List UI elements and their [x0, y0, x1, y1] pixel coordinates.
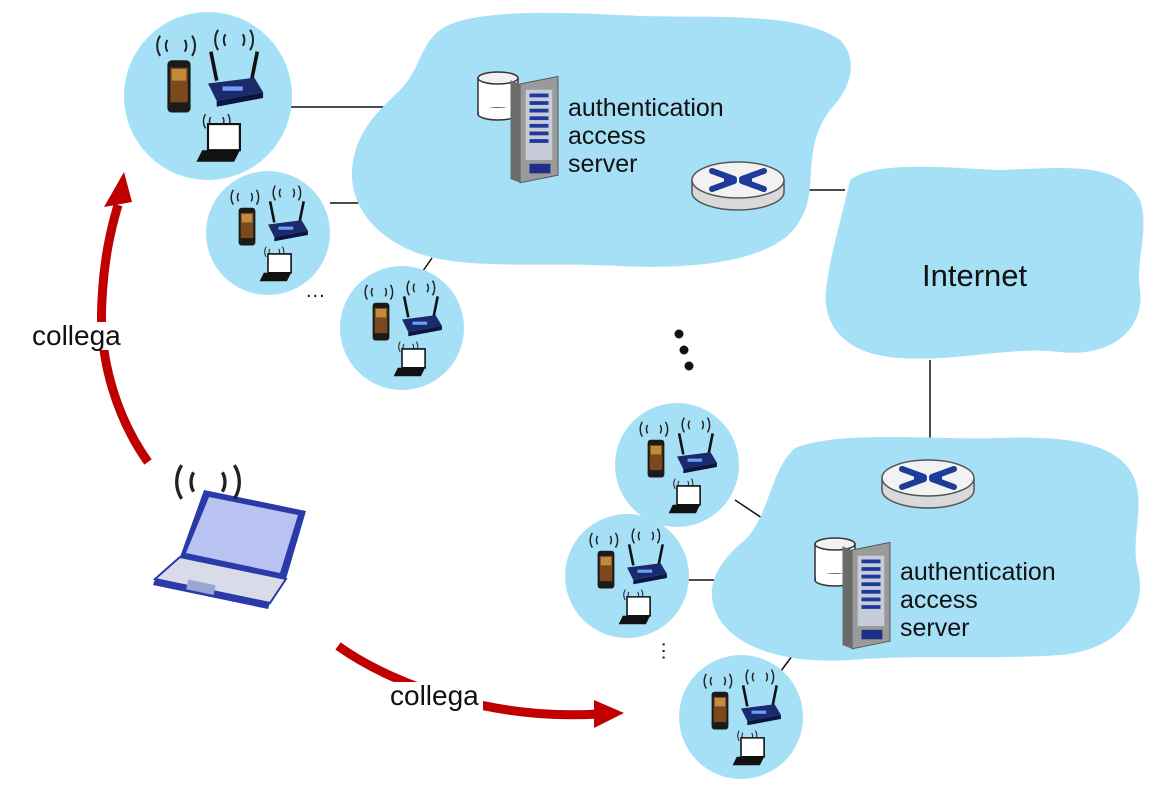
server-rack-icon: [842, 541, 891, 650]
top-server-label: authentication access server: [568, 94, 724, 178]
ellipsis-top-cells: ...: [306, 280, 326, 302]
bottom-server-label: authentication access server: [900, 558, 1056, 642]
collega-label-left: collega: [28, 322, 125, 350]
bottom-network-cloud: [711, 437, 1140, 661]
roaming-arrow-left: [97, 172, 152, 465]
top-server-line1: authentication: [568, 94, 724, 122]
wireless-cell-6: [679, 655, 803, 779]
internet-label: Internet: [922, 258, 1028, 293]
top-server-line2: access: [568, 122, 646, 150]
laptop-icon: [152, 490, 306, 609]
router-icon: [882, 460, 974, 508]
bottom-server-line2: access: [900, 586, 978, 614]
ellipsis-dots: [674, 329, 694, 371]
wireless-cell-1: [124, 12, 292, 180]
ellipsis-bottom-cells: ...: [657, 641, 680, 662]
wireless-cell-4: [615, 403, 739, 527]
collega-label-bottom: collega: [386, 682, 483, 710]
bottom-server-line1: authentication: [900, 558, 1056, 586]
server-rack-icon: [510, 75, 559, 184]
wireless-cell-5: [565, 514, 689, 638]
internet-cloud: [825, 166, 1144, 359]
wireless-cell-3: [340, 266, 464, 390]
top-server-line3: server: [568, 150, 638, 178]
wireless-cell-2: [206, 171, 330, 295]
bottom-server-line3: server: [900, 614, 970, 642]
